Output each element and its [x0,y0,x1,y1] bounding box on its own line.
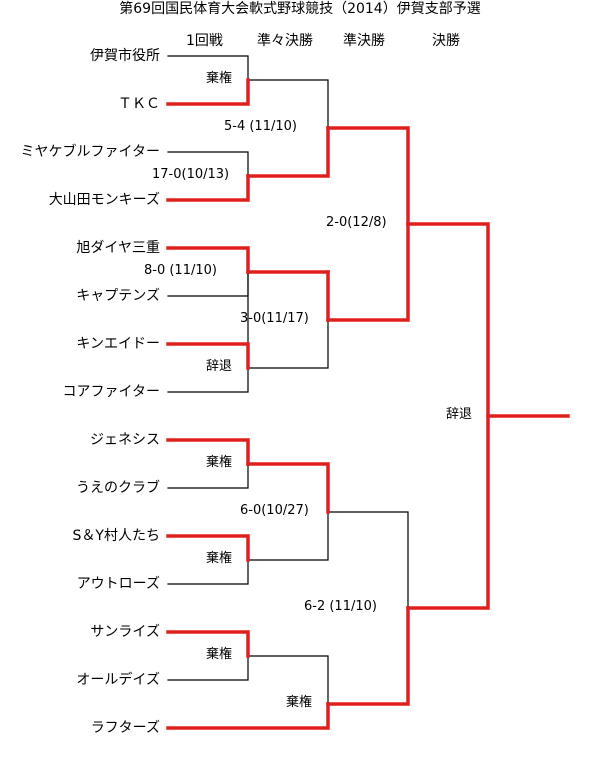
team-tkc: ＴＫＣ [118,96,160,112]
win-final [406,222,570,418]
team-asahi-diamond-mie: 旭ダイヤ三重 [76,240,160,256]
team-alldays: オールデイズ [76,672,160,688]
win-sunrise [166,630,250,658]
result-qf-3: 6-0(10/27) [240,503,309,518]
result-r1-4: 辞退 [206,359,233,374]
qf3-bottom-line [247,511,329,561]
win-sy [166,534,250,562]
match1-top-line [167,55,249,81]
match6-bottom-line [167,559,249,585]
win-qf1 [246,126,330,178]
team-iga-city-hall: 伊賀市役所 [90,48,160,64]
team-kineido: キンエイドー [76,336,160,352]
win-kineido [166,342,250,370]
final-top-line [407,223,489,417]
result-qf-4: 棄権 [286,695,313,710]
win-qf4 [326,606,410,706]
team-genesis: ジェネシス [90,432,160,448]
result-sf-2: 6-2 (11/10) [304,599,377,614]
round-label-final: 決勝 [432,33,460,49]
page-title: 第69回国民体育大会軟式野球競技（2014）伊賀支部予選 [119,1,481,17]
win-qf3 [246,462,330,514]
match5-bottom-line [167,463,249,489]
match4-bottom-line [167,367,249,393]
result-r1-1: 棄権 [206,71,233,86]
team-sunrise: サンライズ [90,624,160,640]
win-tkc [166,78,250,106]
match2-top-line [167,151,249,177]
team-ueno-club: うえのクラブ [76,480,160,496]
result-r1-2: 17-0(10/13) [152,167,230,182]
win-oyamada [166,174,250,202]
team-captains: キャプテンズ [76,288,160,304]
win-sf2 [406,414,490,610]
round-label-sf: 準決勝 [343,33,385,49]
result-qf-1: 5-4 (11/10) [224,119,297,134]
match7-bottom-line [167,655,249,681]
team-outlaws: アウトローズ [76,576,160,592]
team-oyamada-monkeys: 大山田モンキーズ [48,192,160,208]
qf1-top-line [247,79,329,129]
match3-bottom-line [167,271,249,297]
sf2-top-line [327,511,409,609]
result-final: 辞退 [446,407,473,422]
result-r1-3: 8-0 (11/10) [144,263,217,278]
win-sf1-top [326,126,410,226]
win-asahi [166,246,250,274]
qf4-top-line [247,655,329,705]
team-sy-villagers: S＆Y村人たち [72,528,160,544]
result-qf-2: 3-0(11/17) [240,311,309,326]
round-label-1: 1回戦 [186,33,223,49]
result-sf-1: 2-0(12/8) [326,215,387,230]
win-laughters-bye [166,702,330,730]
result-r1-7: 棄権 [206,647,233,662]
result-r1-6: 棄権 [206,551,233,566]
round-label-qf: 準々決勝 [257,33,313,49]
win-sf1-bottom [326,222,410,322]
team-core-fighter: コアファイター [62,384,160,400]
team-laughters: ラフターズ [90,720,160,736]
result-r1-5: 棄権 [206,455,233,470]
team-miyake-bull-fighter: ミヤケブルファイター [20,144,160,160]
win-genesis [166,438,250,466]
